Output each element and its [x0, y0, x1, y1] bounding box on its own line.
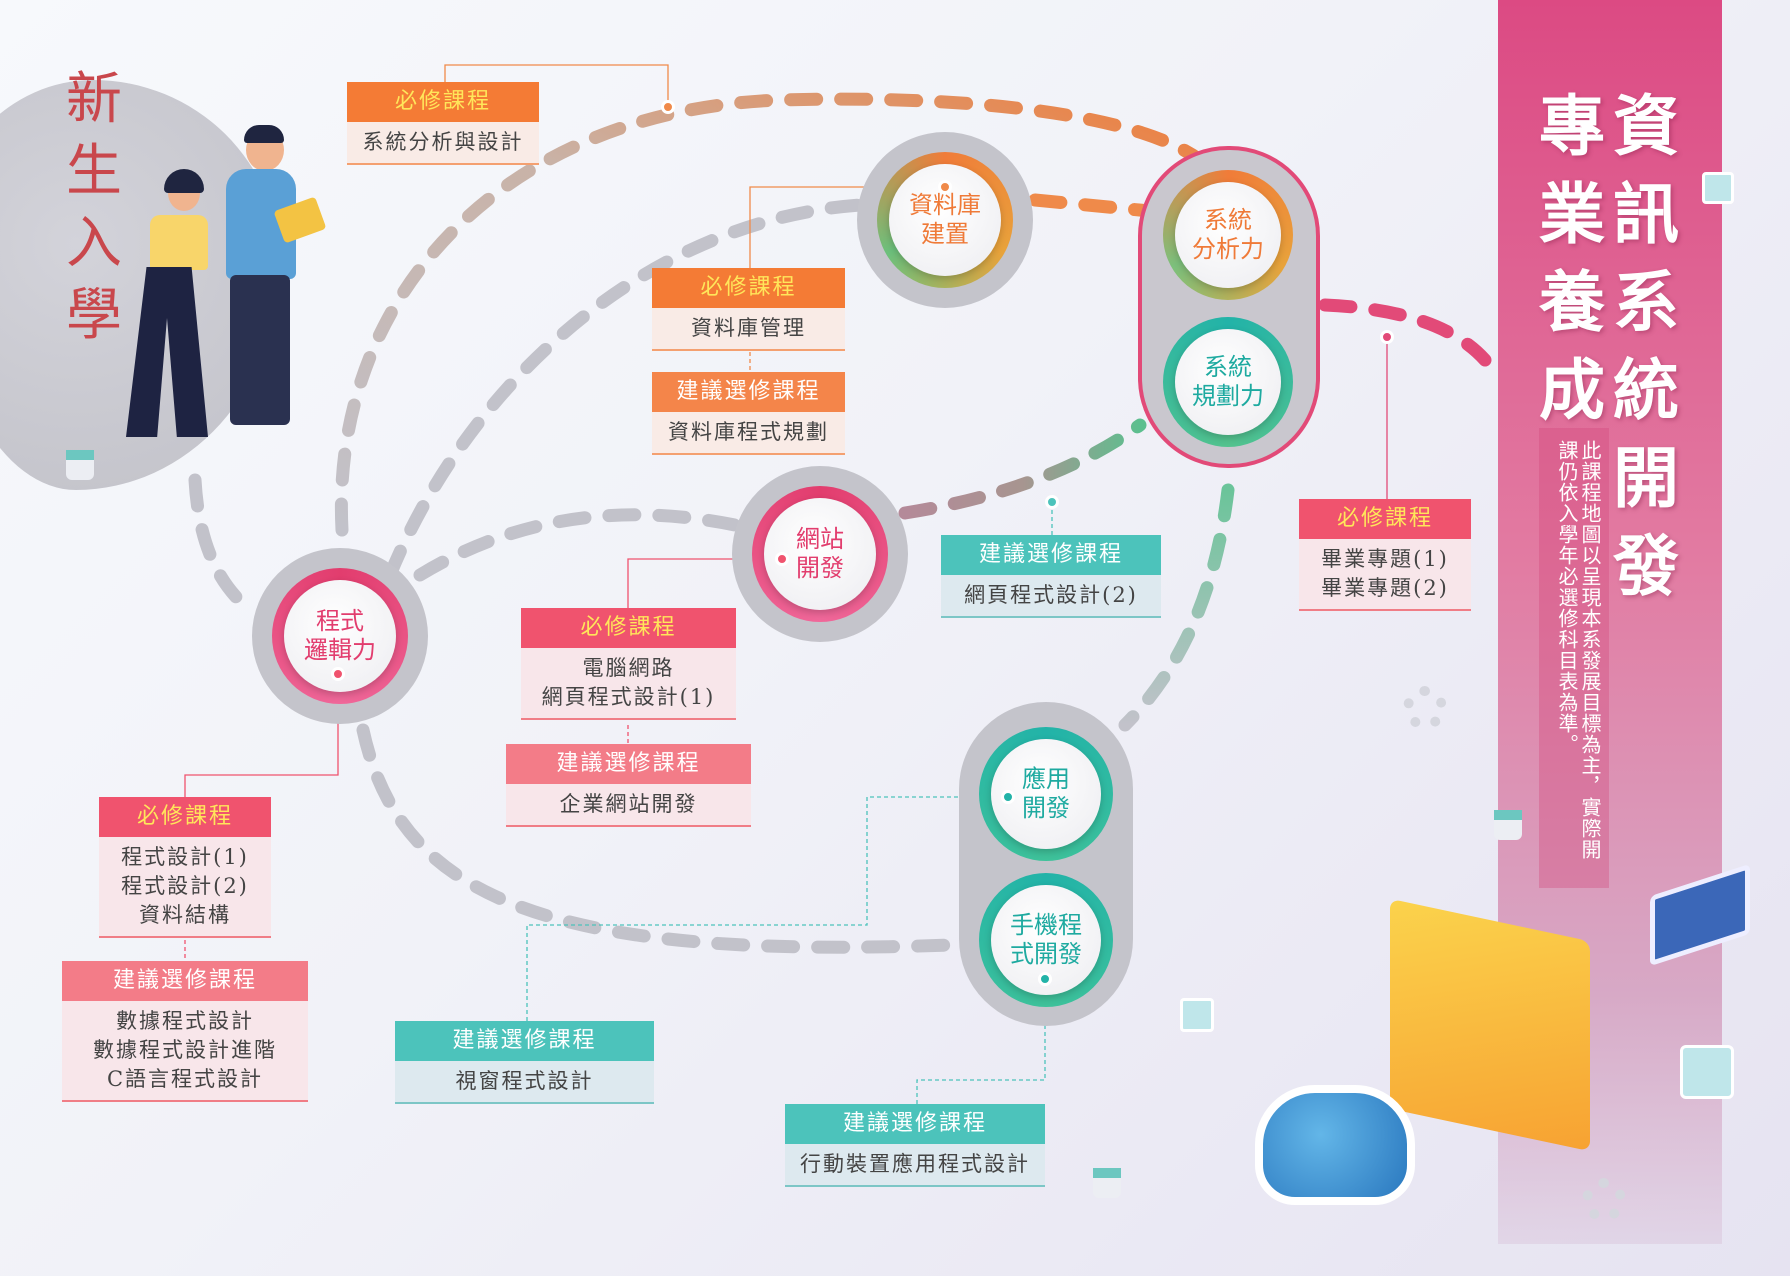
- title-line1: 資訊系統開發: [1613, 87, 1679, 605]
- plant-icon: [1494, 810, 1522, 840]
- box-mobile-elective: 建議選修課程 行動裝置應用程式設計: [785, 1104, 1045, 1187]
- connector-dot: [1038, 972, 1052, 986]
- box-sa-required: 必修課程 系統分析與設計: [347, 82, 539, 165]
- plant-icon: [66, 450, 94, 480]
- node-database[interactable]: 資料庫建置: [877, 152, 1013, 288]
- path-logic-to-database: [383, 198, 867, 582]
- box-db-elective: 建議選修課程 資料庫程式規劃: [652, 372, 845, 455]
- path-database-to-analysis: [1028, 193, 1167, 219]
- node-logic[interactable]: 程式邏輯力: [272, 568, 408, 704]
- box-logic-required: 必修課程 程式設計(1)程式設計(2)資料結構: [99, 797, 271, 938]
- connector-dot: [331, 667, 345, 681]
- plant-icon: [1093, 1168, 1121, 1198]
- path-planning-to-app: [1118, 483, 1235, 732]
- connector-dot: [1045, 495, 1059, 509]
- cube-icon: [1680, 1045, 1734, 1099]
- cube-icon: [1180, 998, 1214, 1032]
- connector-dot: [1001, 790, 1015, 804]
- box-web2-elective: 建議選修課程 網頁程式設計(2): [941, 535, 1161, 618]
- path-website-to-planning: [898, 418, 1147, 520]
- path-start-to-logic: [188, 473, 257, 617]
- node-mobile[interactable]: 手機程式開發: [979, 873, 1113, 1007]
- connector-dot: [775, 552, 789, 566]
- connector-dot: [938, 180, 952, 194]
- folder-illustration: [1390, 898, 1590, 1152]
- node-planning[interactable]: 系統規劃力: [1163, 317, 1293, 447]
- box-project-required: 必修課程 畢業專題(1)畢業專題(2): [1299, 499, 1471, 611]
- node-analysis[interactable]: 系統分析力: [1163, 170, 1293, 300]
- course-map-note: 此課程地圖以呈現本系發展目標為主，實際開課仍依入學年必選修科目表為準。: [1539, 428, 1609, 888]
- students-illustration: [118, 125, 328, 455]
- cube-icon: [1702, 172, 1734, 204]
- node-app[interactable]: 應用開發: [979, 727, 1113, 861]
- start-label: 新生入學: [66, 67, 122, 348]
- box-web-elective: 建議選修課程 企業網站開發: [506, 744, 751, 827]
- path-logic-to-mobile: [356, 723, 957, 954]
- path-analysis-to-project: [1318, 298, 1492, 367]
- gear-icon: [1582, 1178, 1626, 1222]
- connector-dot: [1380, 330, 1394, 344]
- gear-icon: [1403, 686, 1447, 730]
- box-db-required: 必修課程 資料庫管理: [652, 268, 845, 351]
- path-outer-arc: [334, 92, 1207, 537]
- path-logic-to-website: [413, 508, 742, 582]
- cloud-illustration: [1255, 1085, 1415, 1205]
- box-window-elective: 建議選修課程 視窗程式設計: [395, 1021, 654, 1104]
- node-website[interactable]: 網站開發: [752, 486, 888, 622]
- title-line2: 專業養成: [1539, 87, 1605, 429]
- connector-dot: [661, 100, 675, 114]
- box-web-required: 必修課程 電腦網路網頁程式設計(1): [521, 608, 736, 720]
